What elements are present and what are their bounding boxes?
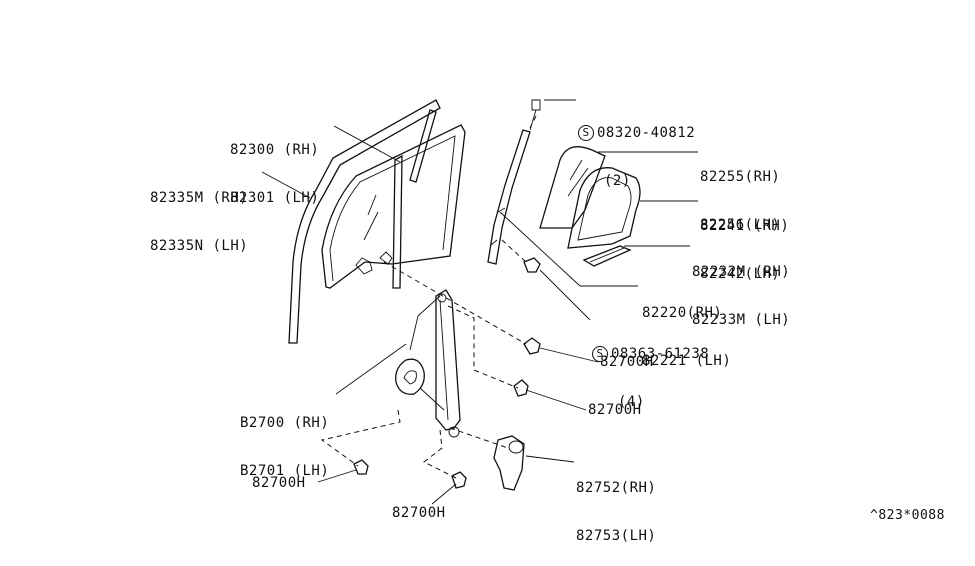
label-regulator-rh: B2700 (RH) [240,415,330,431]
label-run-channel-lh: 82335N (LH) [150,238,249,254]
sash-strip [487,99,541,265]
label-regulator-lh: B2701 (LH) [240,463,330,479]
door-glass [321,109,466,289]
label-run-channel-rh: 82335M (RH) [150,190,249,206]
label-door-glass-rh: 82300 (RH) [230,142,320,158]
label-sash-rh: 82220(RH) [642,305,723,321]
label-screw-mid-qty: (4) [618,394,645,410]
label-bolt-b: 82700H [588,402,642,418]
quarter-seal [567,167,641,249]
bolt-icon-4 [353,459,369,475]
label-quarter-glass-lh: 82256(LH) [700,217,781,233]
assembly-lines [320,115,537,479]
label-screw-top-code: 08320-40812 [597,125,696,141]
label-sash: 82220(RH) 82221 (LH) [642,273,731,385]
window-motor [493,435,525,491]
label-quarter-seal: 82241 (RH) 82242(LH) [700,186,789,298]
screw-symbol-icon: S [578,125,594,141]
reference-code: ^823*0088 [870,508,945,523]
label-quarter-molding-rh: 82232M (RH) [692,264,791,280]
label-regulator: B2700 (RH) B2701 (LH) [240,383,329,495]
quarter-molding [582,245,632,267]
label-bolt-a: 82700H [600,354,654,370]
bolt-icon-1 [523,257,541,273]
screw-symbol-icon: S [592,346,608,362]
bolt-icon-3 [513,379,529,397]
label-motor: 82752(RH) 82753(LH) [576,448,656,560]
label-quarter-molding: 82232M (RH) 82233M (LH) [692,232,790,344]
label-quarter-seal-rh: 82241 (RH) [700,218,790,234]
label-bolt-c: 82700H [252,475,306,491]
window-regulator [395,289,461,438]
label-door-glass: 82300 (RH) 82301 (LH) [230,110,319,222]
label-motor-lh: 82753(LH) [576,528,657,544]
label-quarter-seal-lh: 82242(LH) [700,266,781,282]
label-quarter-glass: 82255(RH) 82256(LH) [700,137,780,249]
label-motor-rh: 82752(RH) [576,480,657,496]
bolt-icon-2 [523,337,541,355]
label-run-channel: 82335M (RH) 82335N (LH) [150,158,248,270]
label-screw-top-qty: (2) [604,173,631,189]
run-channel [288,99,441,344]
label-door-glass-lh: 82301 (LH) [230,190,320,206]
bolt-icon-5 [451,471,467,489]
label-sash-lh: 82221 (LH) [642,353,732,369]
label-quarter-glass-rh: 82255(RH) [700,169,781,185]
label-bolt-d: 82700H [392,505,446,521]
leader-lines [261,99,698,505]
label-screw-mid-code: 08363-61238 [611,346,710,362]
label-quarter-molding-lh: 82233M (LH) [692,312,791,328]
